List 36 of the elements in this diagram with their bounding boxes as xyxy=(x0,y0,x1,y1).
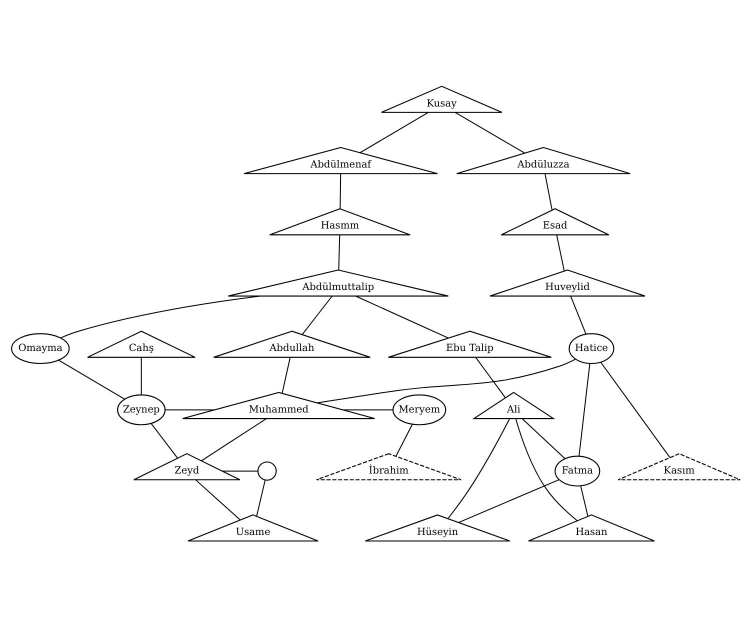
node-circle xyxy=(257,460,277,480)
connector xyxy=(600,361,670,458)
node-ellipse: Omayma xyxy=(11,332,70,364)
node-ellipse: Zeynep xyxy=(117,394,166,425)
connector xyxy=(164,408,216,410)
connector xyxy=(447,418,510,519)
node-ellipse: Fatma xyxy=(554,455,600,486)
connector xyxy=(475,356,506,398)
connector xyxy=(195,478,241,520)
node-ellipse: Meryem xyxy=(392,394,446,425)
connector xyxy=(58,359,126,400)
connector xyxy=(522,418,566,459)
connector xyxy=(340,172,342,209)
connector xyxy=(355,295,449,338)
connector xyxy=(140,356,142,395)
connector xyxy=(396,424,413,456)
connector xyxy=(200,418,267,461)
connector xyxy=(150,422,178,458)
connector xyxy=(454,111,526,154)
connector xyxy=(544,172,553,210)
connector xyxy=(578,362,590,456)
connector xyxy=(556,234,565,272)
connector xyxy=(256,479,266,516)
connector xyxy=(342,408,394,410)
connector xyxy=(338,234,340,270)
connector xyxy=(570,295,586,334)
connector xyxy=(580,485,588,516)
connector xyxy=(458,478,560,522)
connector xyxy=(282,356,291,394)
node-ellipse: Hatice xyxy=(568,332,614,364)
connector xyxy=(515,418,578,521)
connector xyxy=(222,470,258,472)
connector xyxy=(316,358,576,403)
connector xyxy=(302,295,332,334)
connector xyxy=(360,111,429,153)
connector xyxy=(60,295,260,338)
